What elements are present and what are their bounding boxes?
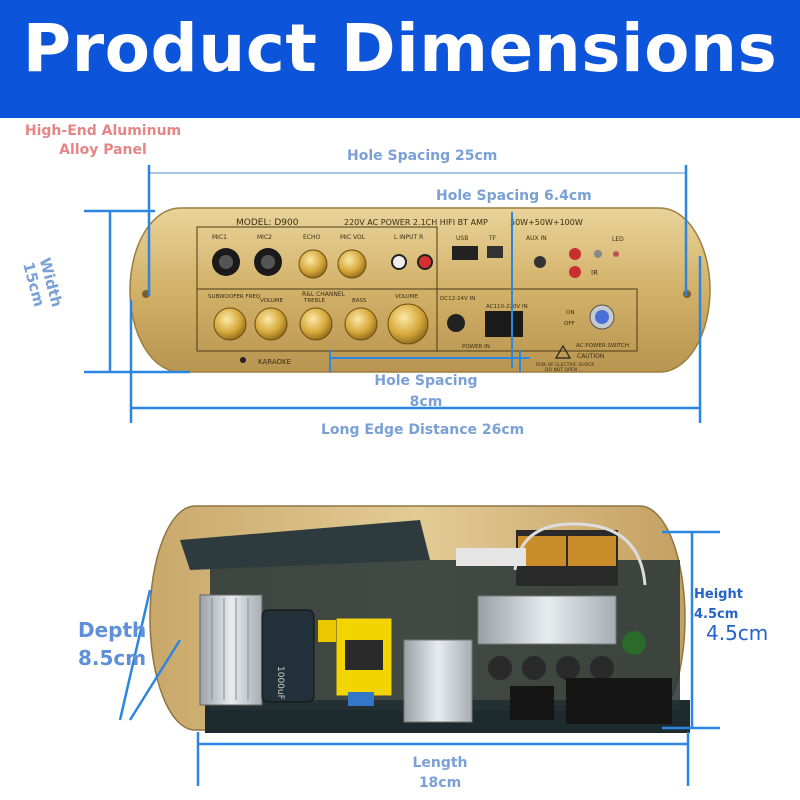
length-label-line2: 18cm [418, 775, 462, 791]
hole-spacing-8-line1: Hole Spacing [374, 373, 478, 389]
height-small-line1: Height [694, 587, 743, 602]
length-label-line1: Length [412, 755, 468, 771]
depth-label-line2: 8.5cm [78, 646, 147, 670]
height-small-line2: 4.5cm [694, 607, 739, 622]
panel-subwoofer: SUBWOOFER FREQ [208, 294, 261, 300]
panel-acin: AC110-220V IN [486, 304, 528, 310]
hole-spacing-25-label: Hole Spacing 25cm [347, 148, 498, 164]
panel-volume1: VOLUME [260, 298, 284, 304]
panel-off: OFF [564, 321, 575, 327]
panel-caution-3: DO NOT OPEN [545, 367, 577, 373]
material-label: High-End Aluminum Alloy Panel [18, 122, 188, 160]
panel-treble: TREBLE [303, 298, 325, 304]
panel-echo: ECHO [303, 234, 320, 241]
panel-mic2: MIC2 [257, 234, 272, 241]
panel-usb: USB [456, 235, 468, 242]
material-label-line2: Alloy Panel [59, 142, 147, 158]
panel-powerin: POWER IN [462, 344, 490, 350]
height-small-label: Height 4.5cm [694, 585, 743, 625]
panel-dcin: DC12-24V IN [440, 296, 475, 302]
panel-input: L INPUT R [394, 234, 423, 241]
top-dimension-lines [84, 165, 702, 423]
height-big-label: 4.5cm [706, 621, 769, 645]
panel-led: LED [612, 236, 624, 243]
capacitor-label: 1000uF [275, 666, 285, 700]
page-title: Product Dimensions [22, 10, 778, 87]
hole-spacing-8-label: Hole Spacing 8cm [370, 371, 482, 413]
panel-bass: BASS [352, 298, 367, 304]
panel-karaoke: KARAOKE [258, 358, 291, 366]
material-label-line1: High-End Aluminum [24, 123, 182, 139]
panel-power: 220V AC POWER 2.1CH HIFI BT AMP [344, 218, 488, 227]
panel-aux: AUX IN [526, 235, 547, 242]
depth-label-line1: Depth [78, 618, 147, 642]
panel-labels: MODEL: D900 220V AC POWER 2.1CH HIFI BT … [208, 218, 629, 373]
panel-caution-2: RISK OF ELECTRIC SHOCK [536, 362, 595, 368]
panel-on: ON [566, 310, 574, 316]
panel-ir: IR [591, 269, 598, 277]
bottom-dimension-lines [118, 530, 720, 786]
panel-tf: TF [488, 235, 497, 242]
hole-spacing-8-line2: 8cm [409, 394, 443, 410]
panel-volume2: VOLUME [395, 294, 419, 300]
title-banner: Product Dimensions [0, 0, 800, 118]
panel-mic1: MIC1 [212, 234, 227, 241]
panel-micvol: MIC VOL [340, 234, 366, 241]
hole-spacing-6-4-label: Hole Spacing 6.4cm [436, 188, 592, 204]
depth-label: Depth 8.5cm [78, 616, 146, 672]
panel-channel: R&L CHANNEL [302, 291, 346, 298]
panel-switch: AC POWER SWITCH [576, 343, 629, 349]
panel-model: MODEL: D900 [236, 218, 299, 228]
panel-output: 50W+50W+100W [510, 218, 583, 227]
amplifier-back-board [149, 505, 690, 733]
amplifier-front-panel [129, 207, 711, 373]
panel-caution: CAUTION [577, 353, 604, 360]
length-label: Length 18cm [404, 753, 476, 793]
long-edge-label: Long Edge Distance 26cm [321, 422, 525, 438]
